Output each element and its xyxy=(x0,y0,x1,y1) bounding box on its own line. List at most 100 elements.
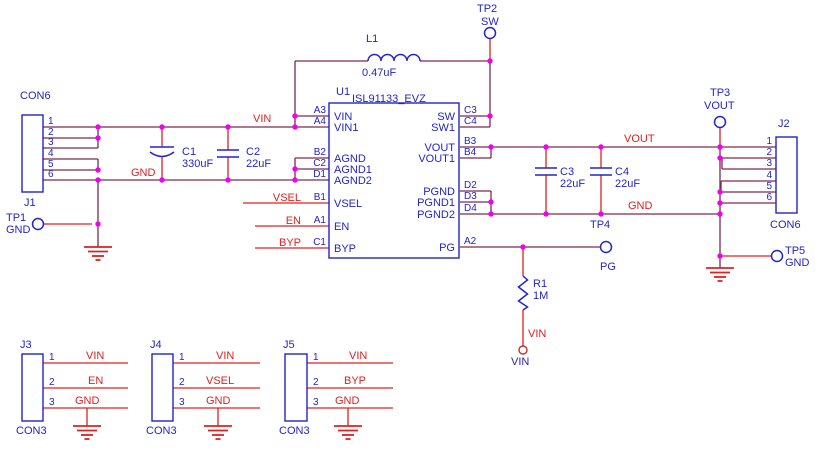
c4-capacitor-symbol xyxy=(590,167,612,176)
gnd-symbol-j5 xyxy=(333,425,363,440)
u1-pin-des-d1: D1 xyxy=(313,169,326,180)
j1-pin-1: 1 xyxy=(48,116,54,127)
u1-part-number: ISL91133_EVZ xyxy=(352,93,426,105)
j1-type-label: CON6 xyxy=(20,90,51,102)
pg-net-label: PG xyxy=(600,261,616,273)
u1-pin-name-sw1: SW1 xyxy=(431,122,455,134)
j1-pin-5: 5 xyxy=(48,159,54,170)
u1-pin-name-agnd2: AGND2 xyxy=(334,175,372,187)
c1-refdes: C1 xyxy=(182,146,197,158)
tp4-refdes: TP4 xyxy=(590,219,611,231)
vin-port-net-label: VIN xyxy=(528,328,547,340)
j1-connector-body xyxy=(21,114,44,193)
tp3-net-label: VOUT xyxy=(704,100,735,112)
u1-pin-name-byp: BYP xyxy=(334,243,357,255)
u1-pin-des-b3: B3 xyxy=(464,136,477,147)
u1-pin-name-pg: PG xyxy=(439,242,455,254)
vsel-net-label: VSEL xyxy=(272,192,301,204)
u1-pin-des-d4: D4 xyxy=(464,203,477,214)
j1-pin-3: 3 xyxy=(48,137,54,148)
j1-refdes: J1 xyxy=(24,197,36,209)
u1-pin-name-agnd: AGND xyxy=(334,153,366,165)
tp5-testpoint-circle xyxy=(770,249,784,263)
u1-pin-name-pgnd2: PGND2 xyxy=(417,209,455,221)
j4-refdes: J4 xyxy=(150,339,162,351)
gnd-symbol-j1 xyxy=(83,246,113,261)
c3-value: 22uF xyxy=(560,178,586,190)
j1-pin-2: 2 xyxy=(48,127,54,138)
gnd-net-label-left: GND xyxy=(131,167,156,179)
tp2-net-label: SW xyxy=(481,16,499,28)
j4-pin-3: 3 xyxy=(179,397,185,408)
c1-capacitor-symbol xyxy=(149,146,175,158)
j3-net-vin: VIN xyxy=(86,350,105,362)
u1-pin-des-c3: C3 xyxy=(464,105,477,116)
tp2-refdes: TP2 xyxy=(477,3,498,15)
j3-connector-body xyxy=(21,353,44,422)
j3-pin-2: 2 xyxy=(49,377,55,388)
c2-capacitor-symbol xyxy=(217,149,239,158)
j2-connector-body xyxy=(775,136,798,214)
j2-pin-4: 4 xyxy=(766,170,772,181)
u1-pin-des-a1: A1 xyxy=(313,215,326,226)
j4-pin-1: 1 xyxy=(179,352,185,363)
l1-value: 0.47uF xyxy=(362,67,397,79)
j1-pin-4: 4 xyxy=(48,148,54,159)
l1-refdes: L1 xyxy=(366,33,379,45)
j3-net-en: EN xyxy=(88,375,104,387)
j2-pin-5: 5 xyxy=(766,181,772,192)
u1-pin-des-c2: C2 xyxy=(313,158,326,169)
tp1-refdes: TP1 xyxy=(6,212,27,224)
j2-pin-6: 6 xyxy=(766,192,772,203)
j3-refdes: J3 xyxy=(20,339,32,351)
j2-pin-3: 3 xyxy=(766,158,772,169)
j2-pin-2: 2 xyxy=(766,147,772,158)
wire-layer xyxy=(43,60,776,268)
j3-pin-3: 3 xyxy=(49,397,55,408)
c3-refdes: C3 xyxy=(560,166,575,178)
net-stub-layer xyxy=(43,39,771,426)
r1-resistor-symbol xyxy=(517,275,529,311)
j3-type-label: CON3 xyxy=(16,425,47,437)
u1-pin-des-d3: D3 xyxy=(464,191,477,202)
vin-port-name: VIN xyxy=(511,356,530,368)
vin-net-label: VIN xyxy=(253,113,272,125)
u1-pin-name-agnd1: AGND1 xyxy=(334,164,372,176)
tp1-testpoint-circle xyxy=(31,217,45,231)
c2-refdes: C2 xyxy=(246,146,261,158)
j5-net-gnd: GND xyxy=(335,395,360,407)
j4-net-vin: VIN xyxy=(216,350,235,362)
c4-refdes: C4 xyxy=(615,166,630,178)
j3-net-gnd: GND xyxy=(75,395,100,407)
u1-pin-des-c4: C4 xyxy=(464,116,477,127)
u1-pin-des-a2: A2 xyxy=(464,236,477,247)
vout-net-label: VOUT xyxy=(624,133,655,145)
tp3-testpoint-circle xyxy=(713,115,727,129)
tp5-refdes: TP5 xyxy=(785,245,806,257)
r1-value: 1M xyxy=(533,290,549,302)
j4-net-gnd: GND xyxy=(206,395,231,407)
gnd-symbol-j3 xyxy=(72,425,102,440)
j5-pin-2: 2 xyxy=(313,377,319,388)
en-net-label: EN xyxy=(285,215,301,227)
u1-pin-des-b1: B1 xyxy=(313,192,326,203)
c2-value: 22uF xyxy=(246,158,272,170)
u1-pin-des-c1: C1 xyxy=(313,237,326,248)
j5-refdes: J5 xyxy=(283,339,295,351)
junction-dots xyxy=(95,58,723,259)
j5-type-label: CON3 xyxy=(279,425,310,437)
u1-pin-name-pgnd: PGND xyxy=(423,186,455,198)
j2-pin-1: 1 xyxy=(766,136,772,147)
j4-connector-body xyxy=(151,353,174,422)
tp1-net-label: GND xyxy=(6,224,31,236)
u1-pin-des-b4: B4 xyxy=(464,147,477,158)
j5-pin-3: 3 xyxy=(313,397,319,408)
u1-pin-name-vsel: VSEL xyxy=(334,198,363,210)
u1-pin-name-vout1: VOUT1 xyxy=(418,153,455,165)
j4-net-vsel: VSEL xyxy=(206,375,235,387)
j5-net-byp: BYP xyxy=(344,375,367,387)
u1-refdes: U1 xyxy=(336,86,351,98)
c3-capacitor-symbol xyxy=(535,167,557,176)
